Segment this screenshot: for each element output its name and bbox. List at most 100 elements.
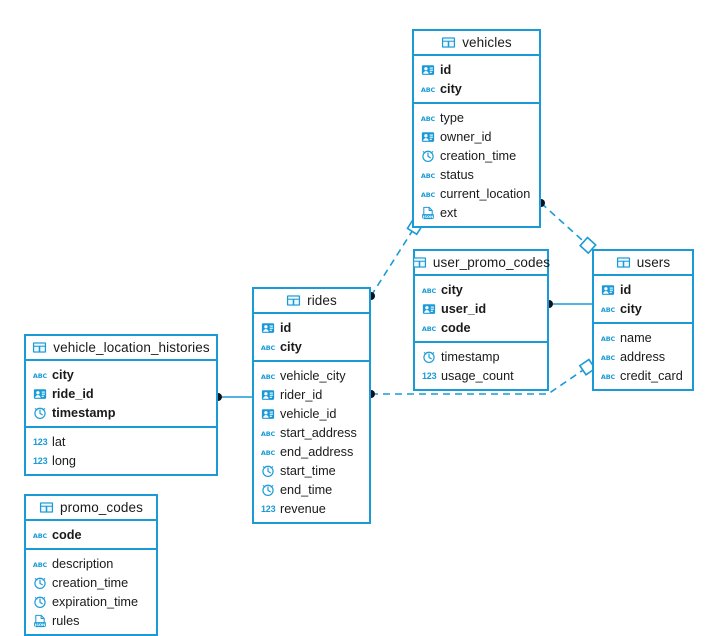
table-grid-icon xyxy=(286,293,301,308)
field-name: description xyxy=(52,556,114,571)
svg-text:ABC: ABC xyxy=(261,343,275,351)
field-row[interactable]: owner_id xyxy=(414,127,539,146)
clock-icon xyxy=(33,595,47,609)
table-grid-icon xyxy=(32,340,47,355)
field-row[interactable]: ABC city xyxy=(414,79,539,98)
table-header-users: users xyxy=(594,251,692,276)
table-header-promo_codes: promo_codes xyxy=(26,496,156,521)
abc-text-icon: ABC xyxy=(421,82,435,96)
field-name: city xyxy=(52,367,74,382)
field-row[interactable]: timestamp xyxy=(415,347,547,366)
clock-icon xyxy=(33,406,47,420)
field-row[interactable]: vehicle_id xyxy=(254,404,369,423)
field-name: id xyxy=(620,282,632,297)
field-name: current_location xyxy=(440,186,531,201)
svg-text:ABC: ABC xyxy=(421,85,435,93)
abc-text-icon: ABC xyxy=(421,111,435,125)
field-name: city xyxy=(620,301,642,316)
svg-text:ABC: ABC xyxy=(422,324,436,332)
abc-text-icon: ABC xyxy=(261,426,275,440)
svg-text:ABC: ABC xyxy=(261,429,275,437)
field-row[interactable]: creation_time xyxy=(414,146,539,165)
field-row[interactable]: rider_id xyxy=(254,385,369,404)
field-name: code xyxy=(441,320,471,335)
abc-text-icon: ABC xyxy=(261,445,275,459)
table-title: vehicle_location_histories xyxy=(53,340,210,355)
relationship-upc-to-users[interactable] xyxy=(545,300,592,308)
table-header-vehicle_location_histories: vehicle_location_histories xyxy=(26,336,216,361)
field-name: creation_time xyxy=(52,575,129,590)
svg-text:ABC: ABC xyxy=(421,114,435,122)
field-row[interactable]: creation_time xyxy=(26,573,156,592)
field-row[interactable]: user_id xyxy=(415,299,547,318)
relationship-vehicles-to-users[interactable] xyxy=(537,199,597,255)
clock-icon xyxy=(33,576,47,590)
123-number-icon: 123 xyxy=(33,436,48,447)
field-row[interactable]: ABC description xyxy=(26,554,156,573)
clock-icon xyxy=(422,350,436,364)
field-name: city xyxy=(440,81,462,96)
id-card-icon xyxy=(261,388,275,402)
field-row[interactable]: ABC type xyxy=(414,108,539,127)
field-name: start_time xyxy=(280,463,336,478)
field-name: type xyxy=(440,110,464,125)
relationship-vlh-to-rides[interactable] xyxy=(214,393,252,401)
field-row[interactable]: timestamp xyxy=(26,403,216,422)
abc-text-icon: ABC xyxy=(261,340,275,354)
field-name: vehicle_id xyxy=(280,406,337,421)
id-card-icon xyxy=(421,63,435,77)
table-grid-icon xyxy=(441,35,456,50)
table-header-vehicles: vehicles xyxy=(414,31,539,56)
table-header-user_promo_codes: user_promo_codes xyxy=(412,251,550,276)
svg-text:ABC: ABC xyxy=(261,448,275,456)
field-row[interactable]: id xyxy=(254,318,369,337)
field-row[interactable]: id xyxy=(414,60,539,79)
json-document-icon: JSON xyxy=(33,614,47,628)
field-row[interactable]: end_time xyxy=(254,480,369,499)
json-document-icon: JSON xyxy=(421,206,435,220)
field-name: name xyxy=(620,330,652,345)
columns-section: ABC description creation_time expiration_ti… xyxy=(26,550,156,634)
svg-text:ABC: ABC xyxy=(33,560,47,568)
relationship-line xyxy=(540,202,593,250)
field-row[interactable]: ABC code xyxy=(415,318,547,337)
field-name: long xyxy=(52,453,76,468)
field-row[interactable]: start_time xyxy=(254,461,369,480)
field-row[interactable]: ride_id xyxy=(26,384,216,403)
abc-text-icon: ABC xyxy=(33,557,47,571)
svg-text:ABC: ABC xyxy=(601,353,615,361)
abc-text-icon: ABC xyxy=(261,369,275,383)
field-row[interactable]: expiration_time xyxy=(26,592,156,611)
clock-icon xyxy=(261,483,275,497)
field-row[interactable]: id xyxy=(594,280,692,299)
